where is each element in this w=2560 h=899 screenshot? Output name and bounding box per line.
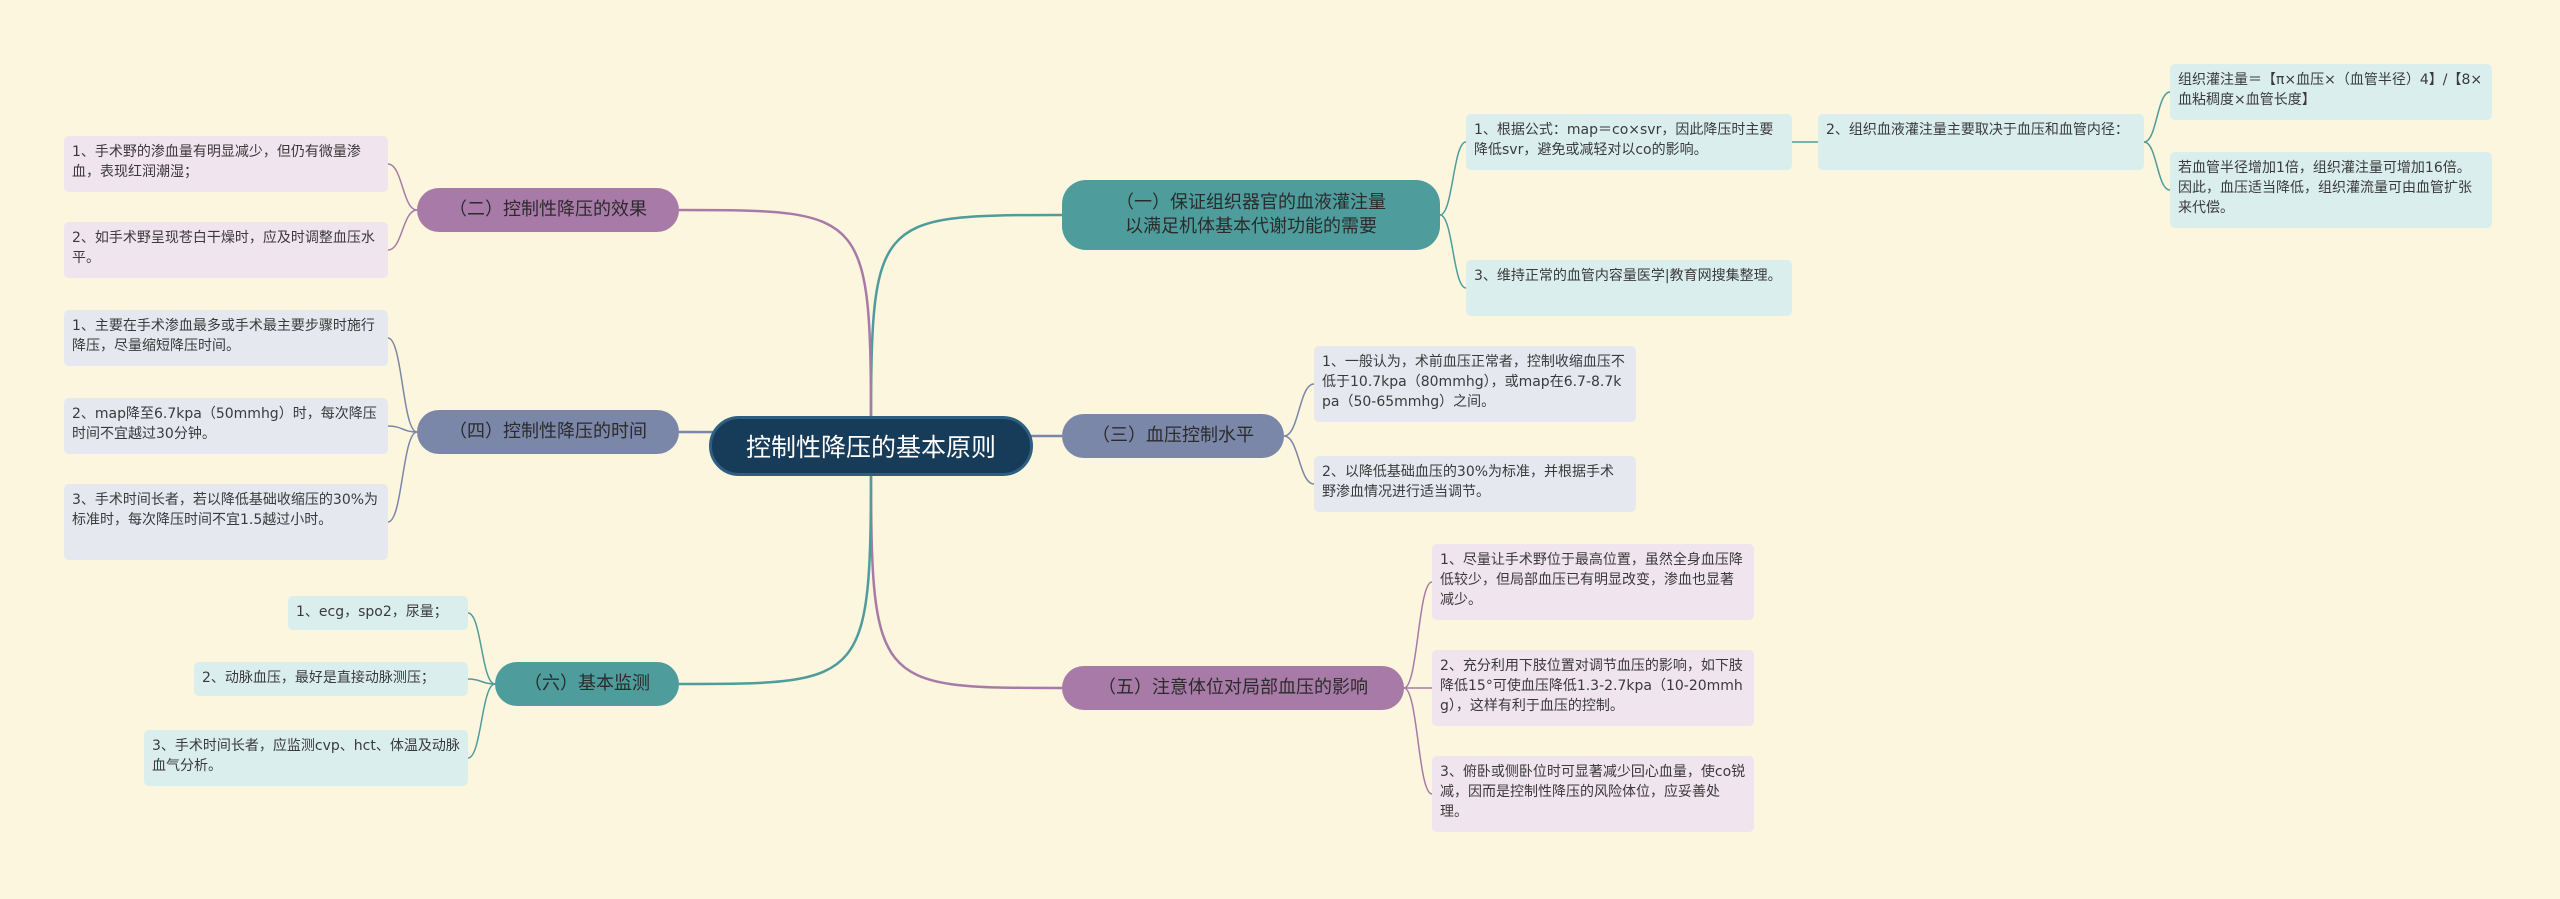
- leaf-ecg-spo2[interactable]: 1、ecg，spo2，尿量；: [288, 596, 468, 630]
- link-sub-b: [2143, 141, 2171, 191]
- leaf-pale-dry[interactable]: 2、如手术野呈现苍白干燥时，应及时调整血压水平。: [64, 222, 388, 278]
- link-b4-l1: [387, 337, 418, 433]
- link-sub-a: [2143, 91, 2171, 143]
- leaf-lower-limb[interactable]: 2、充分利用下肢位置对调节血压的影响，如下肢降低15°可使血压降低1.3-2.7…: [1432, 650, 1754, 726]
- link-b4-l2: [387, 425, 418, 433]
- leaf-prone-lateral[interactable]: 3、俯卧或侧卧位时可显著减少回心血量，使co锐减，因而是控制性降压的风险体位，应…: [1432, 756, 1754, 832]
- leaf-vascular-volume[interactable]: 3、维持正常的血管内容量医学|教育网搜集整理。: [1466, 260, 1792, 316]
- link-b6-l1: [467, 612, 496, 685]
- leaf-30-minutes[interactable]: 2、map降至6.7kpa（50mmhg）时，每次降压时间不宜越过30分钟。: [64, 398, 388, 454]
- branch-3-bp-control-level[interactable]: （三）血压控制水平: [1062, 414, 1284, 458]
- leaf-bleeding-reduced[interactable]: 1、手术野的渗血量有明显减少，但仍有微量渗血，表现红润潮湿；: [64, 136, 388, 192]
- leaf-long-surgery-monitor[interactable]: 3、手术时间长者，应监测cvp、hct、体温及动脉血气分析。: [144, 730, 468, 786]
- leaf-1-5-hours[interactable]: 3、手术时间长者，若以降低基础收缩压的30%为标准时，每次降压时间不宜1.5越过…: [64, 484, 388, 560]
- link-root-b1: [869, 213, 1063, 447]
- branch-5-position-effect[interactable]: （五）注意体位对局部血压的影响: [1062, 666, 1404, 710]
- leaf-bp-threshold[interactable]: 1、一般认为，术前血压正常者，控制收缩血压不低于10.7kpa（80mmhg），…: [1314, 346, 1636, 422]
- link-b3-l1: [1283, 383, 1315, 437]
- link-b3-l2: [1283, 435, 1315, 485]
- link-b1-l1: [1439, 141, 1467, 216]
- central-topic[interactable]: 控制性降压的基本原则: [709, 416, 1033, 476]
- leaf-perfusion-formula[interactable]: 组织灌注量＝【π×血压×（血管半径）4】/【8×血粘稠度×血管长度】: [2170, 64, 2492, 120]
- link-root-b5: [869, 445, 1063, 690]
- branch-4-duration[interactable]: （四）控制性降压的时间: [417, 410, 679, 454]
- link-b2-l1: [387, 163, 418, 211]
- branch-2-effect[interactable]: （二）控制性降压的效果: [417, 188, 679, 232]
- link-b6-l2: [467, 678, 496, 685]
- leaf-formula[interactable]: 1、根据公式：map＝co×svr，因此降压时主要降低svr，避免或减轻对以co…: [1466, 114, 1792, 170]
- link-b5-l3: [1403, 687, 1433, 795]
- branch-1-tissue-perfusion[interactable]: （一）保证组织器官的血液灌注量 以满足机体基本代谢功能的需要: [1062, 180, 1440, 250]
- branch-6-monitoring[interactable]: （六）基本监测: [495, 662, 679, 706]
- link-b1-l2: [1439, 214, 1467, 289]
- link-b2-l2: [387, 209, 418, 251]
- link-b6-l3: [467, 683, 496, 759]
- link-b5-l1: [1403, 581, 1433, 689]
- leaf-perfusion-determinants[interactable]: 2、组织血液灌注量主要取决于血压和血管内径：: [1818, 114, 2144, 170]
- link-root-b2: [678, 208, 873, 447]
- leaf-highest-position[interactable]: 1、尽量让手术野位于最高位置，虽然全身血压降低较少，但局部血压已有明显改变，渗血…: [1432, 544, 1754, 620]
- leaf-bp-30-percent[interactable]: 2、以降低基础血压的30%为标准，并根据手术野渗血情况进行适当调节。: [1314, 456, 1636, 512]
- link-root-b6: [678, 445, 873, 686]
- leaf-shorten-time[interactable]: 1、主要在手术渗血最多或手术最主要步骤时施行降压，尽量缩短降压时间。: [64, 310, 388, 366]
- link-b4-l3: [387, 431, 418, 523]
- leaf-radius-compensation[interactable]: 若血管半径增加1倍，组织灌注量可增加16倍。因此，血压适当降低，组织灌流量可由血…: [2170, 152, 2492, 228]
- leaf-arterial-pressure[interactable]: 2、动脉血压，最好是直接动脉测压；: [194, 662, 468, 696]
